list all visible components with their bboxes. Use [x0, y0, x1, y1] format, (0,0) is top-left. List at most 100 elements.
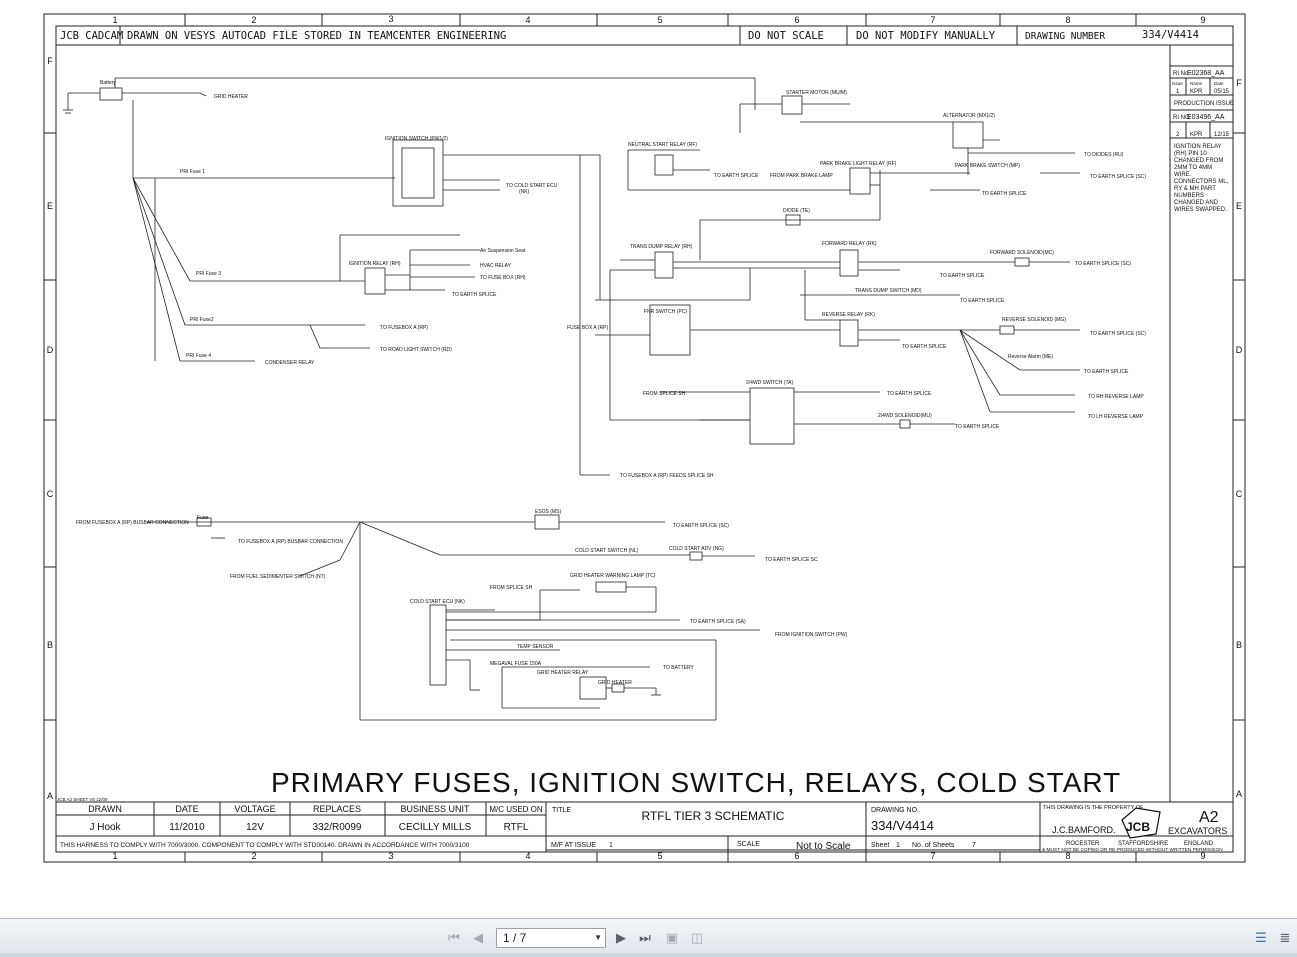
label-esos: ESOS (MS): [535, 509, 561, 515]
rev-note-5: CONNECTORS ML,: [1174, 179, 1229, 185]
zone-top-9: 9: [1200, 15, 1205, 25]
zone-bottom-7: 7: [930, 851, 935, 861]
zone-bottom-6: 6: [794, 851, 799, 861]
label-diode-te: DIODE (TE): [783, 208, 810, 214]
label-to-earth-splice-8: TO EARTH SPLICE: [887, 391, 932, 397]
tb-staffs: STAFFORDSHIRE: [1118, 841, 1168, 847]
label-starter-motor: STARTER MOTOR (MU/M): [786, 90, 847, 96]
label-fnr-switch: FNR SWITCH (PC): [644, 309, 687, 315]
label-to-earth-splice-7: TO EARTH SPLICE: [1084, 369, 1129, 375]
rev-ri1-label: RI No: [1173, 71, 1189, 77]
window-bottom-edge: [0, 953, 1297, 957]
label-from-splice-sh-2: FROM SPLICE SH: [490, 585, 533, 591]
label-air-suspension-seat: Air Suspension Seat: [480, 248, 526, 254]
label-four-wd-switch: 2/4WD SWITCH (TA): [746, 380, 793, 386]
label-ignition-relay-rh: IGNITION RELAY (RH): [349, 261, 401, 267]
header-drawing-number: 334/V4414: [1142, 29, 1199, 41]
single-page-view-icon[interactable]: ▣: [665, 930, 679, 946]
label-park-brake-light-relay: PARK BRAKE LIGHT RELAY (RF): [820, 161, 897, 167]
rev-issue1: 1: [1176, 89, 1180, 95]
label-grid-heater: GRID HEATER: [598, 680, 632, 686]
label-fuse-box-a: FUSE BOX A (RP): [567, 325, 608, 331]
zone-bottom-2: 2: [251, 851, 256, 861]
label-from-splice-sh: FROM SPLICE SH: [643, 391, 686, 397]
tb-copy-note: & MUST NOT BE COPIED OR RE-PRODUCED WITH…: [1042, 847, 1223, 853]
svg-text:JCB: JCB: [1126, 820, 1150, 834]
next-page-icon[interactable]: ▶: [616, 930, 626, 946]
tb-mc-label: M/C USED ON: [489, 805, 543, 814]
last-page-icon[interactable]: ⏭: [639, 930, 651, 946]
tb-company: J.C.BAMFORD.: [1052, 825, 1116, 835]
label-to-earth-splice-5: TO EARTH SPLICE: [960, 298, 1005, 304]
label-to-earth-splice-sc-b: TO EARTH SPLICE SC: [765, 557, 818, 563]
label-hvac-relay: HVAC RELAY: [480, 263, 512, 269]
two-page-view-icon[interactable]: ◫: [690, 930, 704, 946]
rev-date2: 12/15: [1214, 132, 1230, 138]
zone-bottom-8: 8: [1065, 851, 1070, 861]
zone-side-a: A: [47, 791, 53, 801]
first-page-icon[interactable]: ⏮: [448, 930, 460, 946]
label-reverse-relay: REVERSE RELAY (RK): [822, 312, 875, 318]
page-number-select[interactable]: 1 / 7 ▼: [496, 928, 606, 948]
label-cold-start-switch: COLD START SWITCH (NL): [575, 548, 639, 554]
label-to-fuse-box-rh: TO FUSE BOX (RH): [480, 275, 526, 281]
rev-note-3: 2MM TO 4MM: [1174, 165, 1212, 171]
label-to-earth-splice-sc-3: TO EARTH SPLICE (SC): [1090, 331, 1146, 337]
inner-border: [55, 25, 1234, 853]
zone-right-e: E: [1236, 201, 1242, 211]
label-to-fusebox-busbar: TO FUSEBOX A (RP) BUSBAR CONNECTION: [238, 539, 343, 545]
label-to-earth-splice-sc-4: TO EARTH SPLICE (SC): [673, 523, 729, 529]
tb-mc: RTFL: [504, 822, 529, 833]
label-to-earth-splice-sa: TO EARTH SPLICE (SA): [690, 619, 746, 625]
tb-sheets: 7: [972, 842, 976, 849]
label-to-earth-splice-3: TO EARTH SPLICE: [452, 292, 497, 298]
zone-top-4: 4: [525, 15, 530, 25]
tb-england: ENGLAND: [1184, 841, 1214, 847]
tb-scale-label: SCALE: [737, 841, 760, 848]
label-temp-sensor: TEMP SENSOR: [517, 644, 554, 650]
label-ignition-switch: IGNITION SWITCH (PW1/2): [385, 136, 448, 142]
label-to-rh-reverse-lamp: TO RH REVERSE LAMP: [1088, 394, 1144, 400]
tb-sheets-label: No. of Sheets: [912, 842, 955, 849]
schematic-sheet: 1 2 3 4 5 6 7 8 9 1 2 3 4 5 6 7 8 9 F E …: [43, 13, 1246, 863]
label-forward-relay: FORWARD RELAY (RK): [822, 241, 877, 247]
header-drawing-number-label: DRAWING NUMBER: [1025, 31, 1105, 42]
continuous-view-icon[interactable]: ≣: [1279, 930, 1291, 946]
label-to-diodes: TO DIODES (RU): [1084, 152, 1124, 158]
tb-dwg-no-label: DRAWING NO.: [871, 807, 919, 814]
tb-mf-label: M/F AT ISSUE: [551, 842, 596, 849]
label-trans-dump-switch: TRANS DUMP SWITCH (MD): [855, 288, 922, 294]
tb-sheet: 1: [896, 842, 900, 849]
tb-size: A2: [1199, 809, 1219, 826]
tb-sheet-label: Sheet: [871, 842, 889, 849]
tb-drawn-label: DRAWN: [88, 804, 122, 814]
label-to-earth-splice-2: TO EARTH SPLICE: [982, 191, 1027, 197]
label-grid-heater-relay: GRID HEATER RELAY: [537, 670, 589, 676]
page-list-icon[interactable]: ☰: [1255, 930, 1267, 946]
rev-col-issue: Issue: [1172, 81, 1183, 86]
zone-side-c: C: [47, 489, 54, 499]
rev-note-0: IGNITION RELAY: [1174, 144, 1222, 150]
rev-ri2: E03496_AA: [1187, 114, 1225, 121]
sheet-title: PRIMARY FUSES, IGNITION SWITCH, RELAYS, …: [271, 767, 1121, 798]
rev-date1: 05/15: [1214, 89, 1230, 95]
previous-page-icon[interactable]: ◀: [473, 930, 483, 946]
rev-col-date: Date: [1214, 81, 1224, 86]
label-cold-start-ecu: COLD START ECU (NK): [410, 599, 465, 605]
rev-note-4: WIRE.: [1174, 172, 1192, 178]
zone-right-a: A: [1236, 789, 1242, 799]
rev-note-1: (RH) PIN 10: [1174, 151, 1207, 157]
tb-harness-note: THIS HARNESS TO COMPLY WITH 7000/3000. C…: [60, 842, 470, 849]
tb-mf: 1: [609, 842, 613, 849]
rev-note-6: RY & MH PART: [1174, 186, 1216, 192]
viewer-toolbar: ⏮ ◀ 1 / 7 ▼ ▶ ⏭ ▣ ◫ ☰ ≣: [0, 918, 1297, 957]
zone-top-6: 6: [794, 15, 799, 25]
label-four-wd-solenoid: 2/4WD SOLENOID(MU): [878, 413, 932, 419]
label-pri-fuse-2: PRI Fuse2: [190, 317, 214, 323]
tb-division: EXCAVATORS: [1168, 826, 1227, 836]
label-to-earth-splice-sc-1: TO EARTH SPLICE (SC): [1090, 174, 1146, 180]
zone-right-d: D: [1236, 345, 1243, 355]
jcb-logo: JCB: [1121, 807, 1161, 839]
chevron-down-icon: ▼: [594, 933, 602, 942]
label-to-earth-splice-6: TO EARTH SPLICE: [902, 344, 947, 350]
